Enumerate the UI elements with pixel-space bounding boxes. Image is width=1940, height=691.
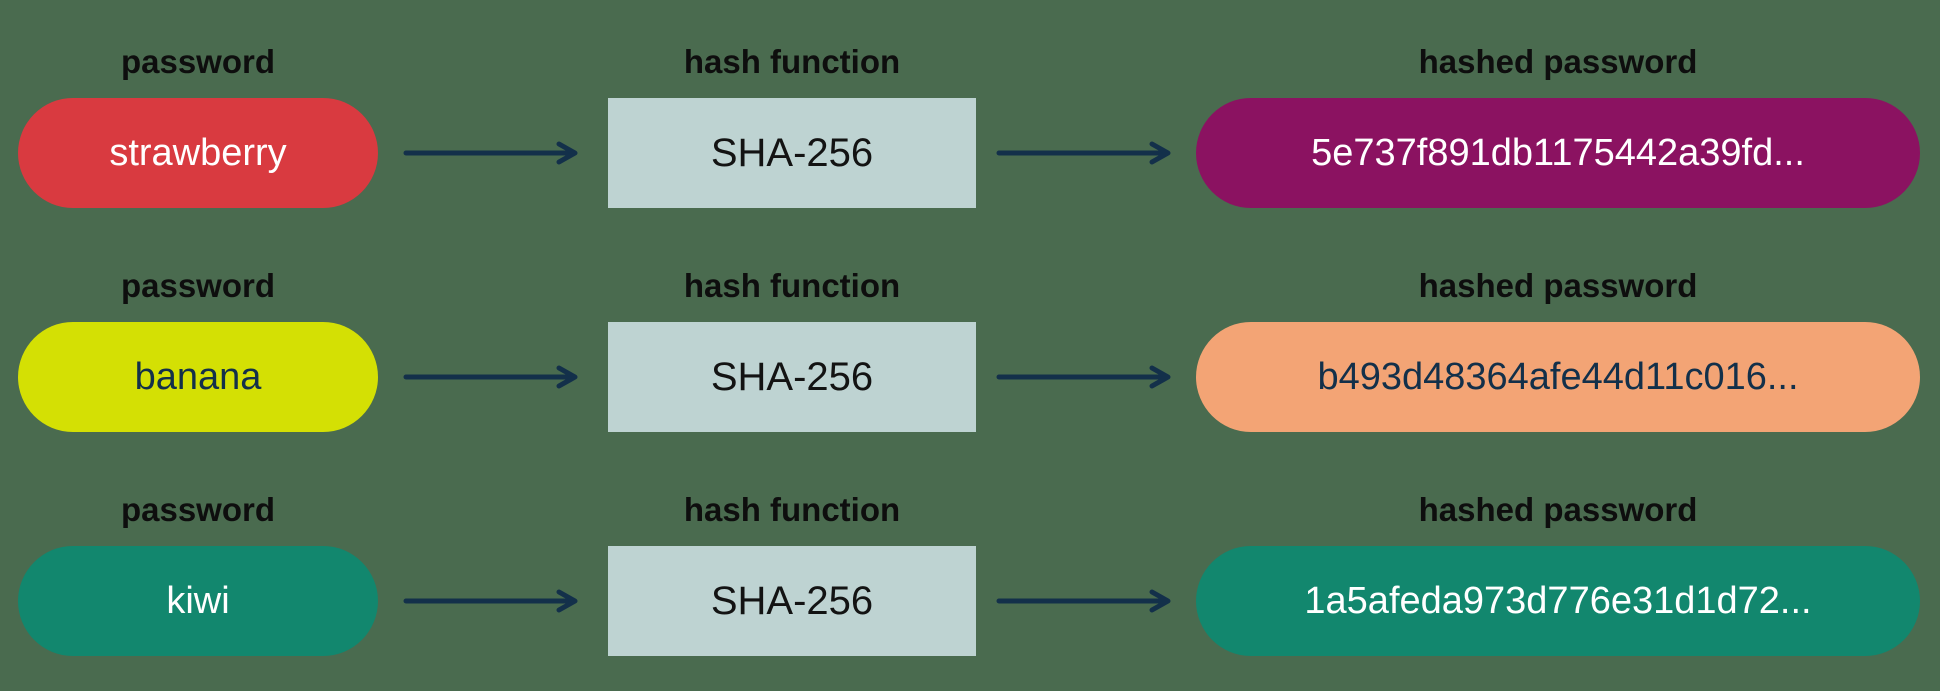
password-label: password [120,490,276,528]
arrow-hashfn-to-hashed [976,589,1196,656]
hash-function-label: hash function [683,266,901,304]
right-arrow-icon [996,141,1171,165]
hashed-password-label: hashed password [1418,266,1698,304]
hashed-password-pill: b493d48364afe44d11c016... [1196,322,1920,432]
arrow-password-to-hashfn [378,365,608,432]
hash-function-node-group: hash function SHA-256 [608,490,976,656]
hash-function-box: SHA-256 [608,322,976,432]
diagram-row-strawberry: password strawberry hash function SHA-25… [0,40,1940,208]
password-pill: kiwi [18,546,378,656]
hash-function-label: hash function [683,490,901,528]
hashed-password-pill: 1a5afeda973d776e31d1d72... [1196,546,1920,656]
password-node-group: password kiwi [18,490,378,656]
password-pill: strawberry [18,98,378,208]
password-node-group: password strawberry [18,42,378,208]
hash-function-node-group: hash function SHA-256 [608,42,976,208]
password-label: password [120,42,276,80]
arrow-hashfn-to-hashed [976,141,1196,208]
hash-function-node-group: hash function SHA-256 [608,266,976,432]
right-arrow-icon [403,589,578,613]
right-arrow-icon [996,589,1171,613]
hashed-password-node-group: hashed password 5e737f891db1175442a39fd.… [1196,42,1920,208]
password-pill: banana [18,322,378,432]
password-label: password [120,266,276,304]
hash-function-label: hash function [683,42,901,80]
hashed-password-pill: 5e737f891db1175442a39fd... [1196,98,1920,208]
hashed-password-label: hashed password [1418,42,1698,80]
diagram-row-banana: password banana hash function SHA-256 [0,264,1940,432]
diagram-row-kiwi: password kiwi hash function SHA-256 [0,488,1940,656]
hashed-password-label: hashed password [1418,490,1698,528]
hash-function-box: SHA-256 [608,98,976,208]
hashed-password-node-group: hashed password 1a5afeda973d776e31d1d72.… [1196,490,1920,656]
arrow-password-to-hashfn [378,589,608,656]
hashed-password-node-group: hashed password b493d48364afe44d11c016..… [1196,266,1920,432]
arrow-hashfn-to-hashed [976,365,1196,432]
right-arrow-icon [996,365,1171,389]
right-arrow-icon [403,365,578,389]
right-arrow-icon [403,141,578,165]
hash-function-box: SHA-256 [608,546,976,656]
password-node-group: password banana [18,266,378,432]
arrow-password-to-hashfn [378,141,608,208]
